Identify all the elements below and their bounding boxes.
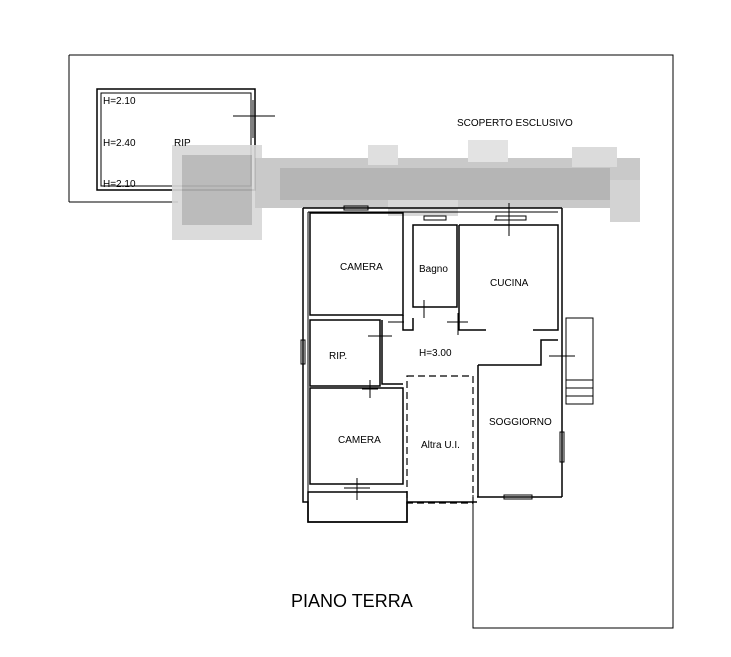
soggiorno-label: SOGGIORNO [489,417,552,428]
rip-room-label: RIP. [329,351,347,362]
shed-room-label: RIP [174,138,191,149]
windows [300,205,565,500]
bagno-label: Bagno [419,264,448,275]
camera-bottom-label: CAMERA [338,435,381,446]
floor-title: PIANO TERRA [291,591,413,611]
lot-boundary [69,54,674,629]
light-markers [344,203,575,500]
shed-height-top-label: H=2.10 [103,96,136,107]
redaction-blur [172,140,640,240]
exterior-steps [565,317,594,405]
shed-height-bottom-label: H=2.10 [103,179,136,190]
scoperto-label: SCOPERTO ESCLUSIVO [457,118,573,129]
cucina-label: CUCINA [490,278,529,289]
interior-walls [307,212,559,523]
altra-ui-label: Altra U.I. [421,440,460,451]
camera-top-label: CAMERA [340,262,383,273]
corridor-height-label: H=3.00 [419,348,452,359]
shed-height-mid-label: H=2.40 [103,138,136,149]
altra-ui-outline [406,375,474,504]
